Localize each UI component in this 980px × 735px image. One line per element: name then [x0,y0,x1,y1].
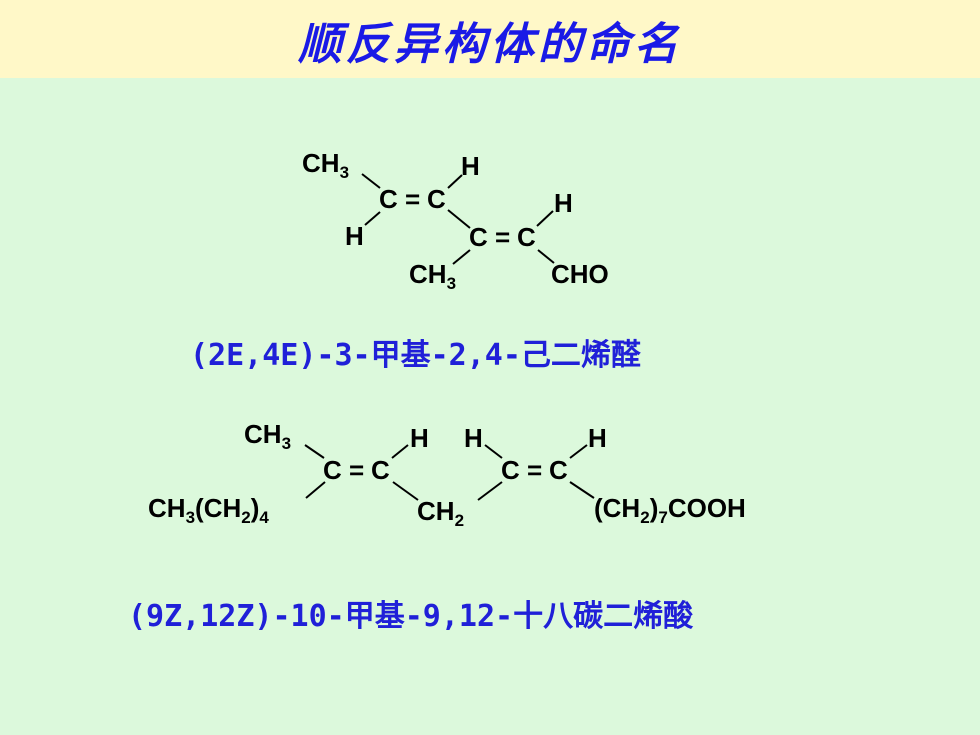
m1-bond [364,211,381,226]
m1-c2: C [427,184,446,214]
molecule-2-name: (9Z,12Z)-10-甲基-9,12-十八碳二烯酸 [128,599,694,634]
m1-c1: C [379,184,398,214]
m1-bond [361,173,381,189]
m2-bond [569,481,595,499]
m1-eq2: = [495,222,510,252]
m2-right-chain: (CH2)7COOH [594,493,746,527]
slide-title: 顺反异构体的命名 [298,19,682,70]
molecule-1-structure: CH3 H C = C H H C = C CH3 CHO [302,148,609,293]
m1-h-left: H [345,221,364,251]
m2-bond [569,444,588,459]
m1-bond [452,249,471,265]
title-bar [0,0,980,78]
molecule-1-name: (2E,4E)-3-甲基-2,4-己二烯醛 [190,338,641,373]
molecule-2-structure: CH3 H H H C = C C = C CH3(CH2)4 CH2 (CH2… [148,419,746,530]
m2-h3: H [588,423,607,453]
m2-h1: H [410,423,429,453]
m2-bond [391,444,409,459]
m2-c4: C [549,455,568,485]
m1-ch3-bot: CH3 [409,259,456,293]
m2-bond [477,481,503,501]
m2-bond [484,444,503,459]
m1-cho: CHO [551,259,609,289]
m2-bond [304,444,325,459]
m1-bond [447,209,471,229]
m2-eq2: = [527,455,542,485]
m2-c3: C [501,455,520,485]
m2-eq1: = [349,455,364,485]
m1-bond [537,249,555,264]
m2-bond [392,481,419,501]
m1-c3: C [469,222,488,252]
m1-eq1: = [405,184,420,214]
m1-h-top: H [461,151,480,181]
m2-c1: C [323,455,342,485]
m2-ch2: CH2 [417,496,464,530]
m1-c4: C [517,222,536,252]
m2-h2: H [464,423,483,453]
m1-bond [447,174,463,189]
m1-bond [536,210,554,227]
m1-h-right: H [554,188,573,218]
m1-ch3-top: CH3 [302,148,349,182]
m2-ch3: CH3 [244,419,291,453]
m2-left-chain: CH3(CH2)4 [148,493,269,527]
m2-c2: C [371,455,390,485]
m2-bond [305,481,326,499]
